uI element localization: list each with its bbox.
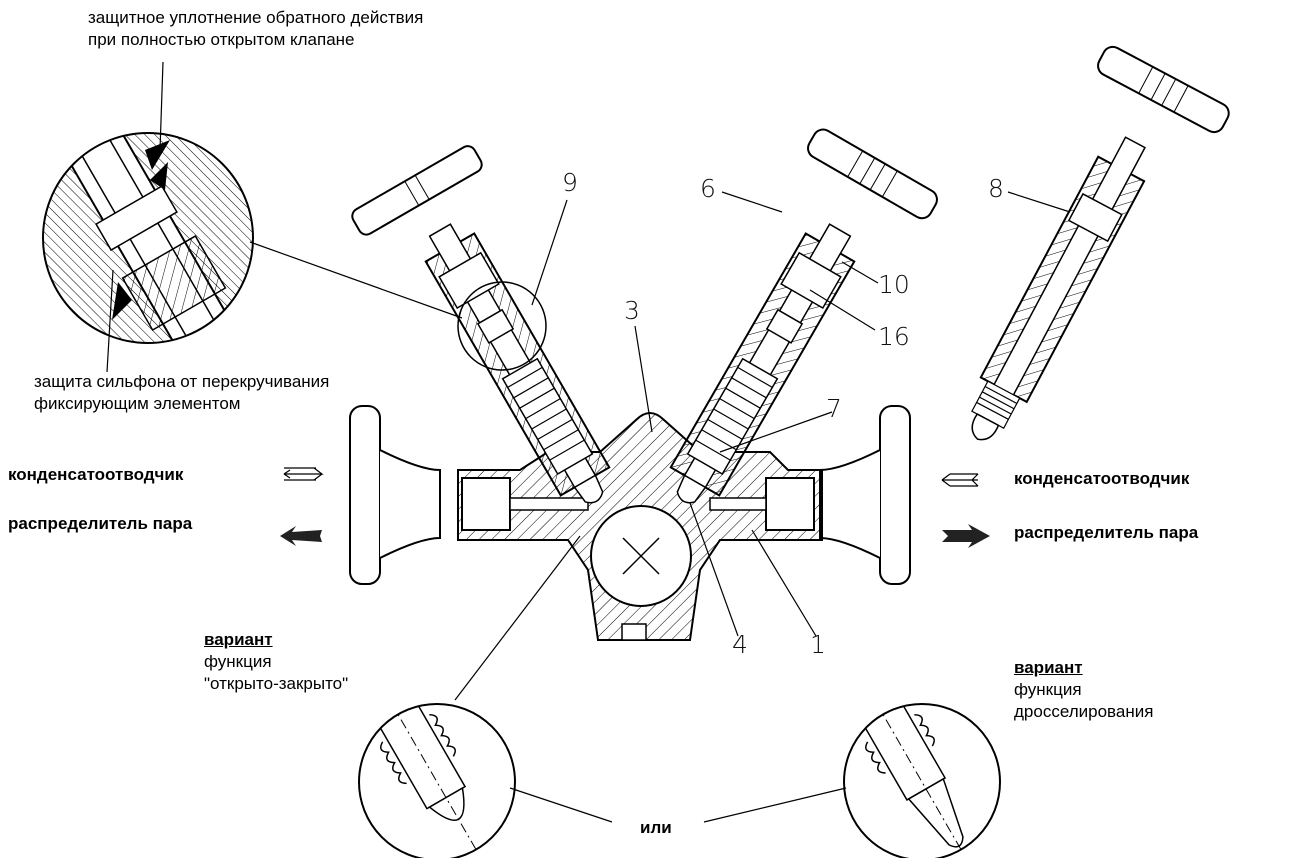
left-valve [351,145,611,504]
right-condensate-label: конденсатоотводчик [1014,469,1190,488]
part-number-6: 6 [700,174,716,203]
detail-circle-bottom-left [358,703,516,858]
detail-circle-bottom-right [843,703,1001,858]
valve-insert [971,45,1230,441]
bellows-annotation-line1: защита сильфона от перекручивания [34,372,330,391]
right-variant-line1: функция [1014,680,1082,699]
left-variant-heading: вариант [204,630,273,649]
bellows-annotation-line2: фиксирующим элементом [34,394,241,413]
manifold-body [457,412,823,641]
part-number-8: 8 [988,174,1004,203]
left-variant-line2: "открыто-закрыто" [204,674,349,693]
left-condensate-label: конденсатоотводчик [8,465,184,484]
right-variant-line2: дросселирования [1014,702,1154,721]
part-number-3: 3 [624,296,640,325]
part-number-9: 9 [562,168,578,197]
part-number-4: 4 [732,630,748,659]
part-number-1: 1 [810,630,826,659]
right-steam-label: распределитель пара [1014,523,1199,542]
flow-arrow-right-steam [942,524,990,548]
right-variant-heading: вариант [1014,658,1083,677]
flow-arrow-right-condensate [941,473,979,487]
top-annotation-line1: защитное уплотнение обратного действия [88,8,424,27]
left-steam-label: распределитель пара [8,514,193,533]
leader-lines [106,61,1071,823]
right-valve [669,128,938,504]
part-number-10: 10 [878,270,910,299]
detail-reference-circle [457,281,547,371]
part-number-16: 16 [878,322,910,351]
detail-circle-top-left [42,132,254,344]
right-flange [819,405,911,585]
flow-arrow-left-steam [280,526,322,546]
left-flange [349,405,441,585]
part-number-7: 7 [826,394,842,423]
top-annotation-line2: при полностью открытом клапане [88,30,355,49]
left-variant-line1: функция [204,652,272,671]
flow-arrow-left-condensate [283,467,324,481]
or-label: или [640,818,672,837]
